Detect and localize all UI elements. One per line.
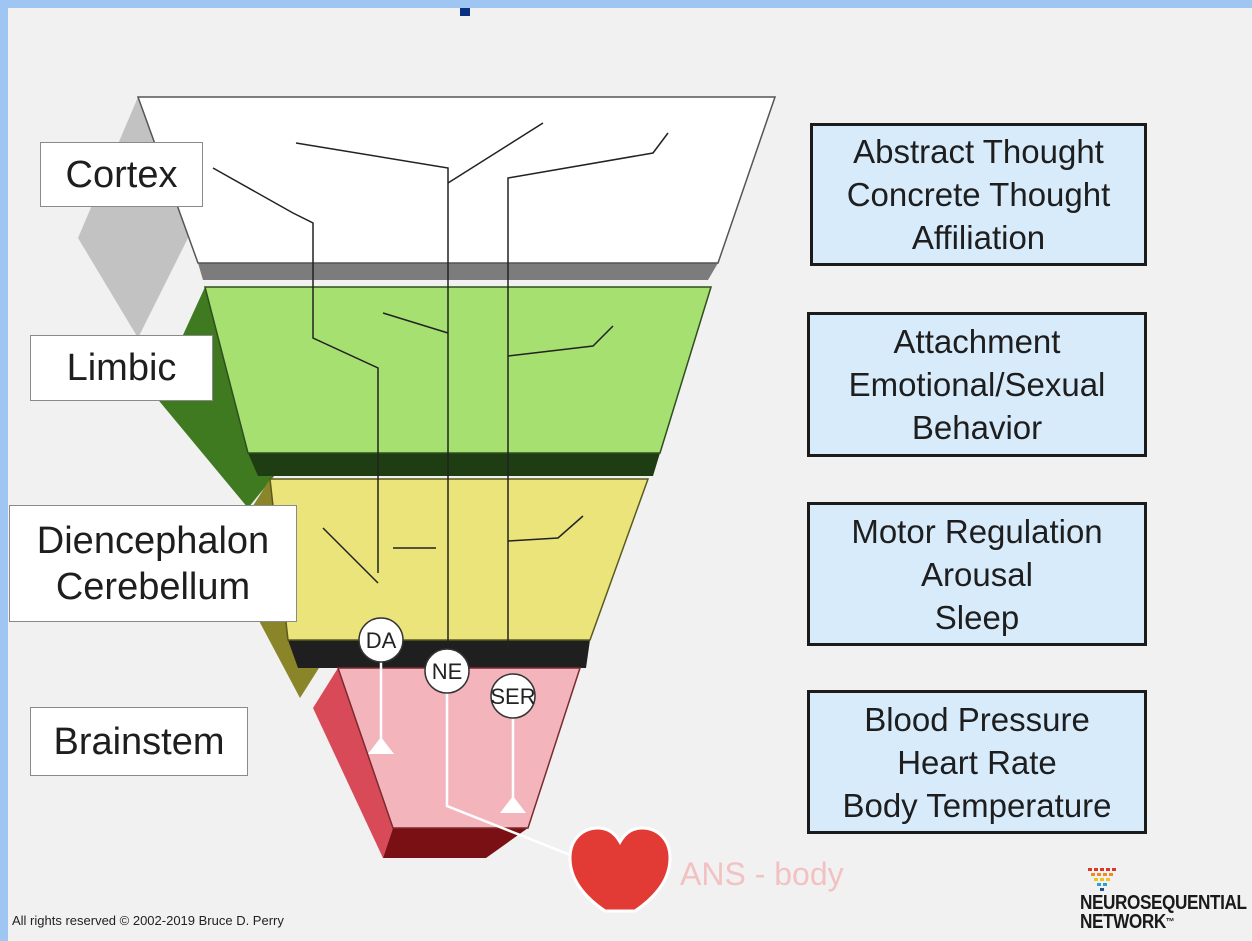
region-label-line: Brainstem — [53, 719, 224, 765]
copyright-notice: All rights reserved © 2002-2019 Bruce D.… — [12, 913, 284, 928]
region-label-diencephalon: Diencephalon Cerebellum — [9, 505, 297, 622]
function-line: Concrete Thought — [847, 173, 1111, 216]
function-box-cortex: Abstract Thought Concrete Thought Affili… — [810, 123, 1147, 266]
region-label-line: Cerebellum — [56, 564, 250, 610]
limbic-layer — [155, 287, 711, 508]
nt-node-ser: SER — [490, 674, 535, 718]
function-line: Heart Rate — [897, 741, 1057, 784]
logo-line-2: NETWORK™ — [1080, 913, 1247, 932]
function-line: Behavior — [912, 406, 1042, 449]
function-line: Attachment — [894, 320, 1061, 363]
nt-node-ne: NE — [425, 649, 469, 693]
region-label-line: Diencephalon — [37, 518, 269, 564]
function-box-limbic: Attachment Emotional/Sexual Behavior — [807, 312, 1147, 457]
slide: DA NE SER Cortex Limbic Diencephalon Cer… — [8, 8, 1252, 941]
logo-trademark: ™ — [1166, 917, 1174, 928]
neurosequential-network-logo: NEUROSEQUENTIAL NETWORK™ — [1080, 866, 1252, 941]
function-line: Arousal — [921, 553, 1033, 596]
logo-mark-icon — [1080, 866, 1140, 894]
nt-node-da: DA — [359, 618, 403, 662]
logo-line-2-text: NETWORK — [1080, 911, 1166, 933]
ans-body-label: ANS - body — [680, 856, 844, 893]
function-box-diencephalon: Motor Regulation Arousal Sleep — [807, 502, 1147, 646]
logo-text: NEUROSEQUENTIAL NETWORK™ — [1080, 894, 1247, 932]
function-line: Abstract Thought — [853, 130, 1104, 173]
region-label-limbic: Limbic — [30, 335, 213, 401]
nt-label-da: DA — [366, 628, 397, 653]
function-line: Body Temperature — [842, 784, 1111, 827]
function-line: Emotional/Sexual — [849, 363, 1106, 406]
function-line: Sleep — [935, 596, 1019, 639]
heart-icon — [570, 828, 670, 911]
nt-label-ne: NE — [432, 659, 463, 684]
function-box-brainstem: Blood Pressure Heart Rate Body Temperatu… — [807, 690, 1147, 834]
region-label-line: Limbic — [67, 345, 177, 391]
function-line: Motor Regulation — [851, 510, 1102, 553]
function-line: Blood Pressure — [864, 698, 1090, 741]
function-line: Affiliation — [912, 216, 1045, 259]
region-label-line: Cortex — [66, 152, 178, 198]
nt-label-ser: SER — [490, 684, 535, 709]
region-label-cortex: Cortex — [40, 142, 203, 207]
region-label-brainstem: Brainstem — [30, 707, 248, 776]
